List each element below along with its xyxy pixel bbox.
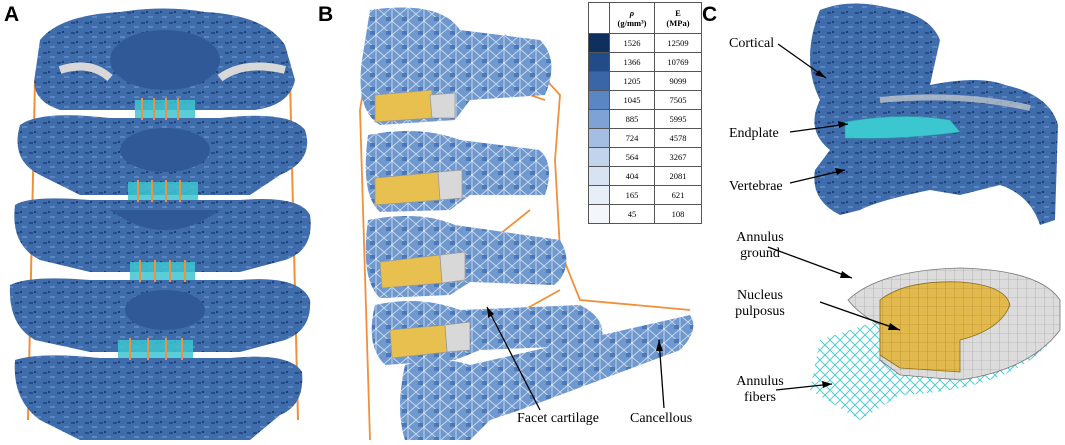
legend-rho-value: 1205 — [609, 71, 655, 91]
panel-letter-c: C — [702, 3, 718, 26]
legend-rho-value: 1526 — [609, 33, 655, 53]
panel-letter-a: A — [4, 3, 20, 26]
label-annulus-fibers-line2: fibers — [744, 390, 776, 405]
label-cortical: Cortical — [729, 36, 775, 51]
legend-e-value: 7505 — [654, 90, 702, 110]
legend-rho-value: 724 — [609, 128, 655, 148]
legend-e-value: 2081 — [654, 166, 702, 186]
panel-a-spine — [9, 8, 311, 440]
legend-e-value: 5995 — [654, 109, 702, 129]
label-facet-cartilage: Facet cartilage — [517, 411, 600, 426]
label-annulus-ground-line2: ground — [740, 246, 780, 261]
legend-e-value: 108 — [654, 204, 702, 224]
legend-rho-value: 404 — [609, 166, 655, 186]
label-annulus-ground-line1: Annulus — [736, 230, 784, 245]
legend-rho-value: 885 — [609, 109, 655, 129]
label-nucleus-line2: pulposus — [735, 304, 785, 319]
legend-color-swatch — [588, 109, 610, 129]
legend-color-swatch — [588, 185, 610, 205]
legend-e-value: 4578 — [654, 128, 702, 148]
legend-rho-value: 564 — [609, 147, 655, 167]
legend-rho-value: 165 — [609, 185, 655, 205]
label-endplate: Endplate — [729, 126, 779, 141]
label-cancellous: Cancellous — [630, 411, 693, 426]
legend-header-rho: ρ(g/mm³) — [609, 2, 655, 34]
label-vertebrae: Vertebrae — [729, 179, 783, 194]
panel-c-vertebrae — [777, 3, 1058, 226]
label-nucleus-line1: Nucleus — [737, 288, 783, 303]
legend-color-swatch — [588, 128, 610, 148]
label-annulus-fibers: Annulus fibers — [729, 374, 791, 406]
panel-c-disc — [767, 246, 1061, 420]
legend-e-value: 10769 — [654, 52, 702, 72]
label-nucleus-pulposus: Nucleus pulposus — [727, 288, 793, 320]
legend-color-swatch — [588, 204, 610, 224]
panel-letter-b: B — [318, 3, 334, 26]
legend-rho-value: 1366 — [609, 52, 655, 72]
legend-color-swatch — [588, 147, 610, 167]
label-annulus-ground: Annulus ground — [729, 230, 791, 262]
label-annulus-fibers-line1: Annulus — [736, 374, 784, 389]
e-unit: (MPa) — [666, 18, 690, 28]
e-symbol: E — [675, 8, 681, 18]
legend-header-e: E(MPa) — [654, 2, 702, 34]
legend-color-swatch — [588, 71, 610, 91]
legend-color-swatch — [588, 90, 610, 110]
legend-e-value: 9099 — [654, 71, 702, 91]
legend-rho-value: 1045 — [609, 90, 655, 110]
rho-unit: (g/mm³) — [617, 18, 647, 28]
legend-color-swatch — [588, 166, 610, 186]
legend-header-row: ρ(g/mm³) E(MPa) — [588, 2, 702, 34]
legend-color-swatch — [588, 52, 610, 72]
legend-e-value: 3267 — [654, 147, 702, 167]
legend-e-value: 12509 — [654, 33, 702, 53]
legend-color-swatch — [588, 33, 610, 53]
legend-e-value: 621 — [654, 185, 702, 205]
rho-symbol: ρ — [629, 8, 635, 18]
legend-rho-value: 45 — [609, 204, 655, 224]
legend-header-swatch — [588, 2, 610, 34]
panel-b-spine — [359, 7, 694, 441]
